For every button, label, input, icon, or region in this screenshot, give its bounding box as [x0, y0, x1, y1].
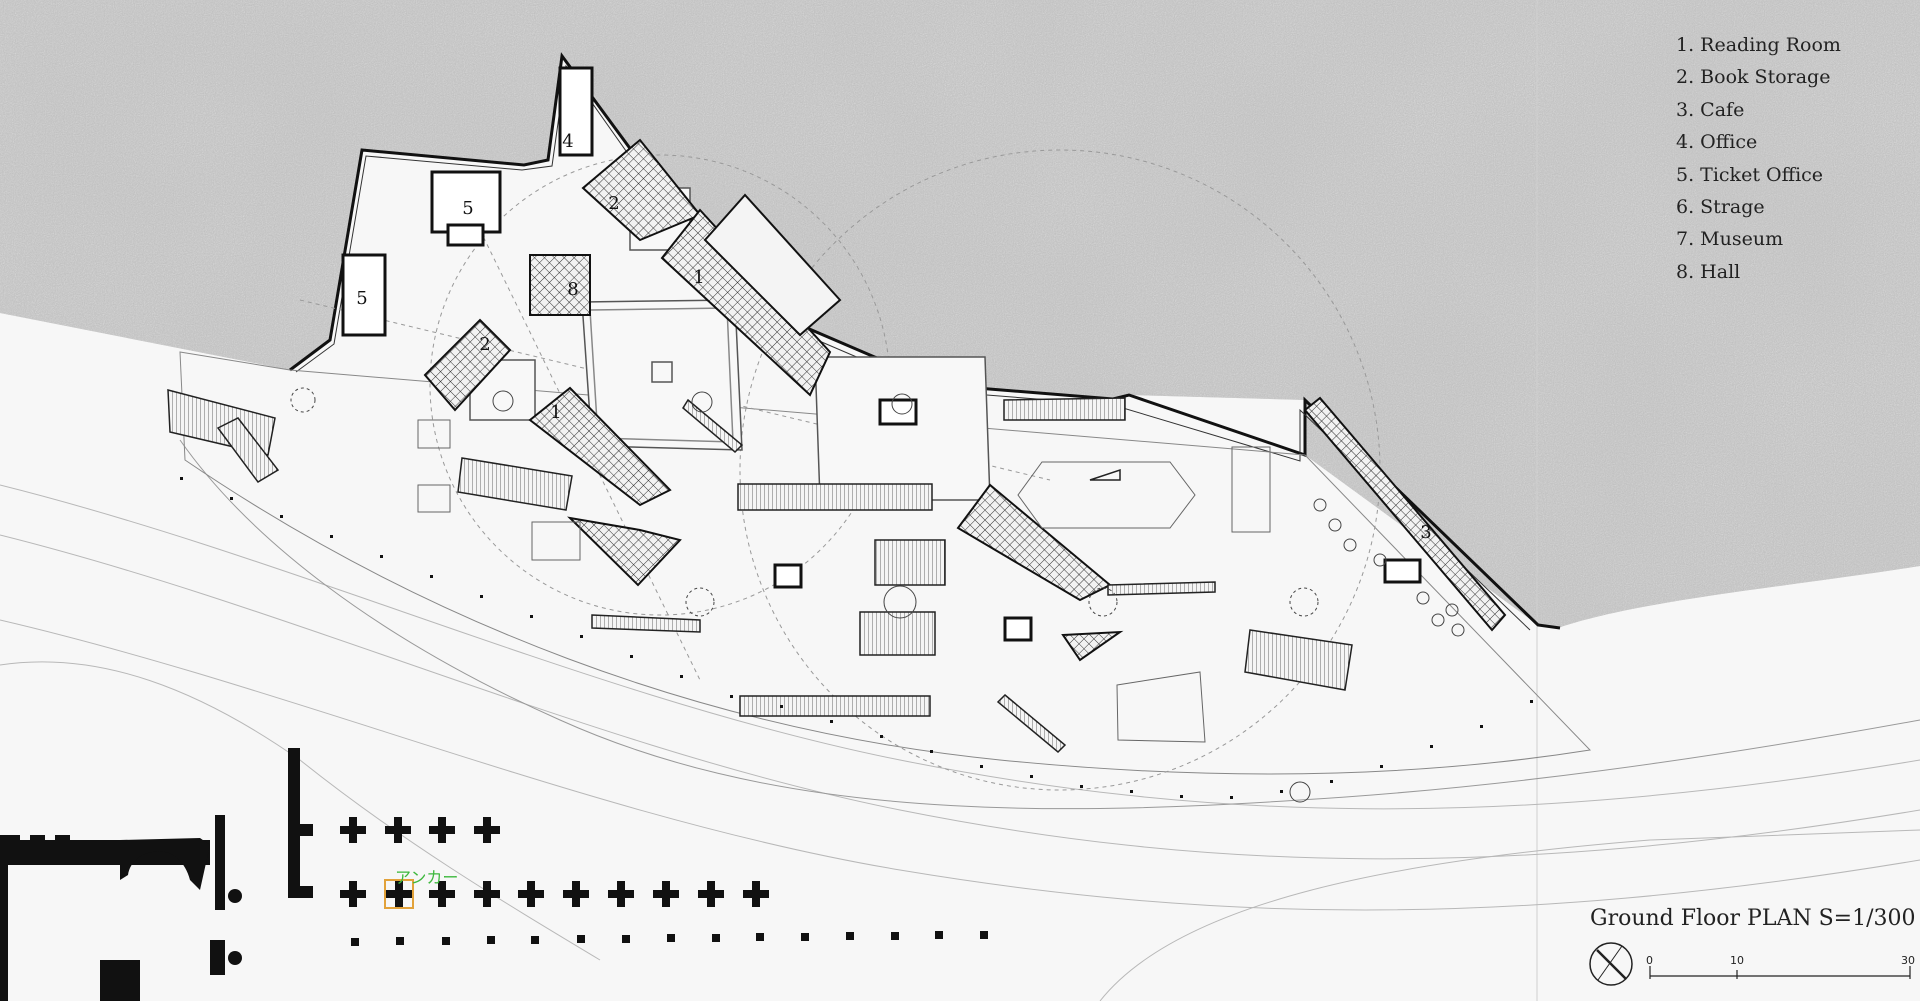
roof-outlines	[417, 419, 1271, 743]
anchor-column[interactable]	[384, 879, 414, 909]
scale-label-0: 0	[1646, 954, 1653, 967]
legend-item-strage: 6. Strage	[1676, 195, 1765, 218]
legend-item-office: 4. Office	[1676, 131, 1758, 154]
hatched-zones	[423, 138, 1507, 662]
room-number: 4	[562, 131, 573, 152]
cross-columns	[340, 817, 769, 907]
room-number: 2	[479, 334, 490, 355]
room-number: 2	[608, 193, 619, 214]
site-road-lines	[0, 439, 1920, 1001]
scale-label-10: 10	[1730, 954, 1744, 967]
room-legend: 1. Reading Room 2. Book Storage 3. Cafe …	[1676, 32, 1841, 291]
scale-bar	[1649, 966, 1911, 979]
plaza-boundary	[179, 351, 1592, 775]
existing-building	[0, 748, 313, 1001]
column-markers	[180, 477, 1533, 799]
stair-elements	[167, 389, 1353, 754]
room-number: 5	[462, 198, 473, 219]
circle-markers	[290, 387, 1465, 803]
north-arrow-icon	[1589, 942, 1633, 986]
legend-item-museum: 7. Museum	[1676, 228, 1784, 251]
room-number: 5	[356, 288, 367, 309]
legend-item-hall: 8. Hall	[1676, 260, 1741, 283]
room-walls	[341, 66, 1422, 642]
room-number: 3	[1420, 522, 1431, 543]
room-number: 1	[550, 402, 561, 423]
legend-item-reading-room: 1. Reading Room	[1676, 34, 1841, 56]
scale-label-30: 30	[1901, 954, 1915, 967]
room-number: 1	[693, 267, 704, 288]
legend-item-book-storage: 2. Book Storage	[1676, 66, 1831, 89]
room-number: 8	[567, 279, 578, 300]
legend-item-cafe: 3. Cafe	[1676, 98, 1745, 121]
legend-item-ticket-office: 5. Ticket Office	[1676, 163, 1824, 186]
anchor-label: アンカー	[395, 868, 459, 887]
drawing-title: Ground Floor PLAN S=1/300	[1590, 906, 1916, 931]
footing-row	[351, 931, 988, 946]
room-number-labels: 4 5 2 8 1 5 2 1 3	[356, 131, 1431, 543]
